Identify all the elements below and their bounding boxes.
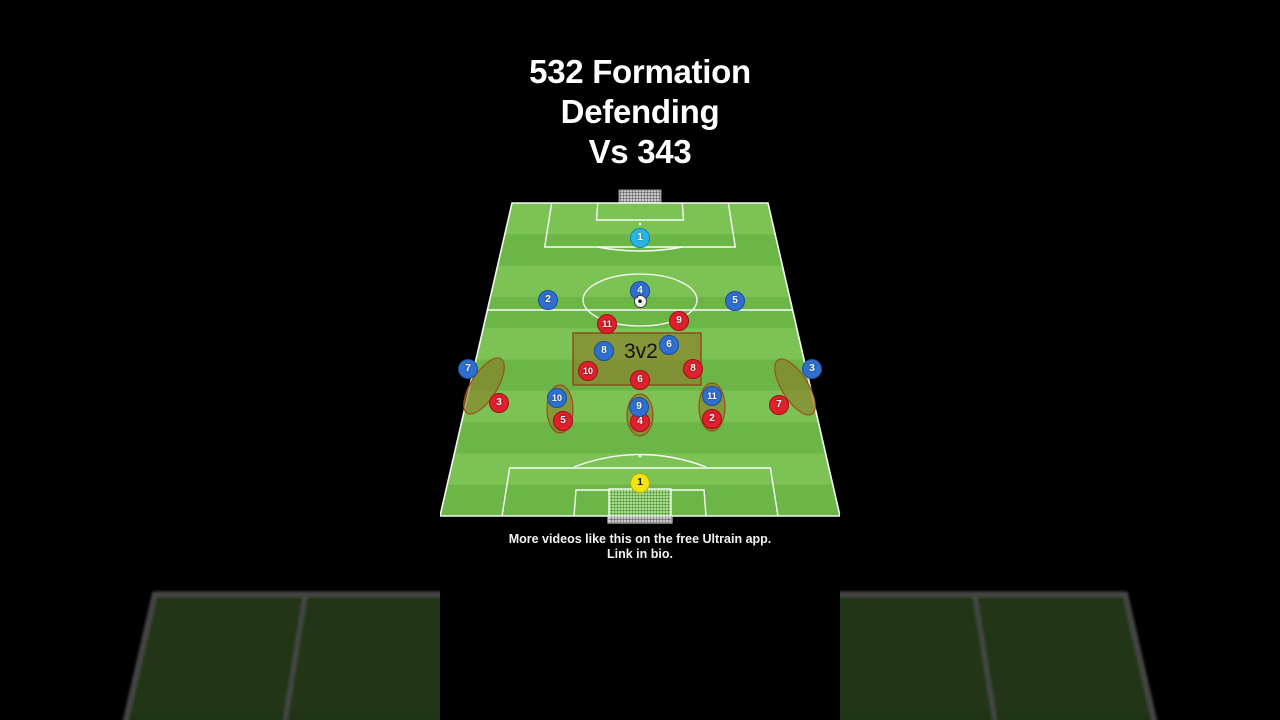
player-token-red-6[interactable]: 6 bbox=[630, 370, 650, 390]
pitch-graphic bbox=[440, 189, 840, 524]
zone-3v2-label: 3v2 bbox=[624, 340, 658, 363]
player-token-red-7[interactable]: 7 bbox=[769, 395, 789, 415]
player-token-red-1[interactable]: 1 bbox=[630, 473, 650, 493]
player-token-blue-10[interactable]: 10 bbox=[547, 388, 567, 408]
player-token-red-3[interactable]: 3 bbox=[489, 393, 509, 413]
title-line-3: Vs 343 bbox=[588, 133, 692, 170]
player-token-red-5[interactable]: 5 bbox=[553, 411, 573, 431]
football-icon bbox=[634, 295, 647, 308]
player-token-red-10[interactable]: 10 bbox=[578, 361, 598, 381]
player-token-blue-2[interactable]: 2 bbox=[538, 290, 558, 310]
title-line-2: Defending bbox=[560, 93, 720, 130]
video-caption: More videos like this on the free Ultrai… bbox=[440, 532, 840, 561]
player-token-blue-9[interactable]: 9 bbox=[629, 397, 649, 417]
marking-ellipse bbox=[774, 358, 816, 416]
player-token-red-9[interactable]: 9 bbox=[669, 311, 689, 331]
player-token-blue-3[interactable]: 3 bbox=[802, 359, 822, 379]
goal-net-top bbox=[618, 189, 662, 204]
player-token-red-11[interactable]: 11 bbox=[597, 314, 617, 334]
player-token-blue-1[interactable]: 1 bbox=[630, 228, 650, 248]
player-token-blue-11[interactable]: 11 bbox=[702, 386, 722, 406]
player-token-red-8[interactable]: 8 bbox=[683, 359, 703, 379]
player-token-red-2[interactable]: 2 bbox=[702, 409, 722, 429]
goal-net-bottom bbox=[607, 488, 673, 524]
caption-line-1: More videos like this on the free Ultrai… bbox=[508, 532, 772, 546]
page-title: 532 Formation Defending Vs 343 bbox=[440, 52, 840, 172]
marking-ellipse bbox=[463, 357, 505, 415]
player-token-blue-5[interactable]: 5 bbox=[725, 291, 745, 311]
caption-line-2: Link in bio. bbox=[607, 546, 673, 561]
player-token-blue-7[interactable]: 7 bbox=[458, 359, 478, 379]
player-token-blue-6[interactable]: 6 bbox=[659, 335, 679, 355]
title-line-1: 532 Formation bbox=[529, 53, 751, 90]
player-token-blue-8[interactable]: 8 bbox=[594, 341, 614, 361]
